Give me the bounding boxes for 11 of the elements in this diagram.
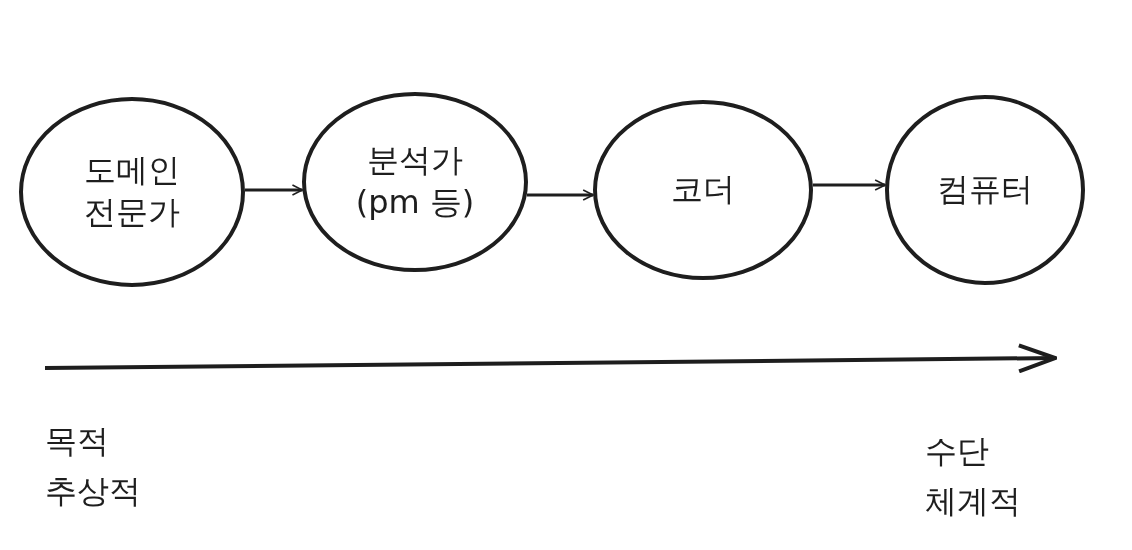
- arrow: [812, 179, 886, 191]
- axis-end-label: 수단: [925, 431, 989, 472]
- role-circle: 컴퓨터: [885, 95, 1085, 285]
- arrow: [244, 184, 304, 196]
- axis-end-label: 추상적: [45, 471, 141, 512]
- arrow: [526, 189, 594, 201]
- role-circle: 분석가 (pm 등): [302, 92, 528, 272]
- role-circle: 도메인 전문가: [19, 97, 245, 287]
- axis-end-label: 체계적: [925, 481, 1021, 522]
- role-circle: 코더: [593, 100, 813, 280]
- axis-end-label: 목적: [45, 421, 109, 462]
